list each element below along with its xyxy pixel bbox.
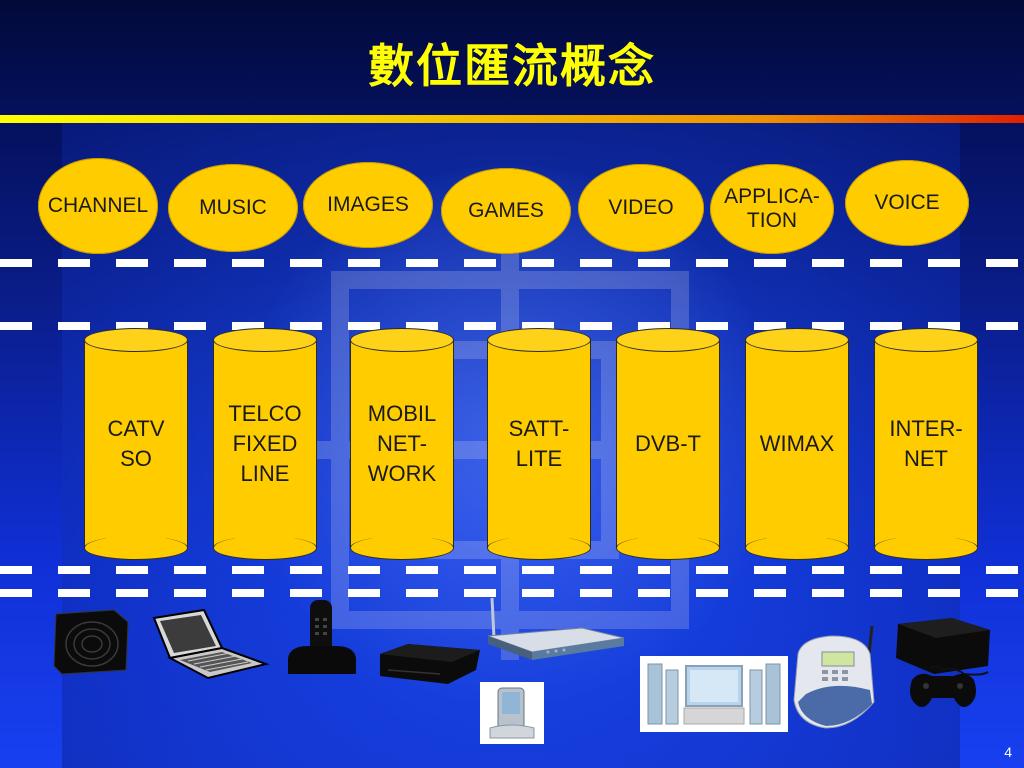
router-icon bbox=[487, 597, 625, 660]
title-underline bbox=[0, 115, 1024, 123]
network-dvbt: DVB-T bbox=[616, 328, 720, 560]
network-catv: CATV SO bbox=[84, 328, 188, 560]
network-telco: TELCO FIXED LINE bbox=[213, 328, 317, 560]
separator-line bbox=[0, 566, 1024, 574]
service-images: IMAGES bbox=[303, 162, 433, 248]
page-title: 數位匯流概念 bbox=[368, 39, 656, 93]
service-channel: CHANNEL bbox=[38, 158, 158, 254]
separator-line bbox=[0, 589, 1024, 597]
network-label: TELCO FIXED LINE bbox=[228, 401, 302, 486]
laptop-icon bbox=[152, 608, 270, 680]
network-mobile: MOBIL NET- WORK bbox=[350, 328, 454, 560]
service-video: VIDEO bbox=[578, 164, 704, 252]
pda-icon bbox=[480, 682, 544, 744]
service-application: APPLICA- TION bbox=[710, 164, 834, 254]
cordless-phone-icon bbox=[288, 600, 356, 674]
service-label: MUSIC bbox=[199, 195, 267, 219]
service-label: CHANNEL bbox=[47, 193, 149, 217]
page-number: 4 bbox=[1004, 744, 1012, 760]
network-label: CATV SO bbox=[107, 416, 165, 471]
game-console-icon bbox=[896, 618, 990, 707]
home-theater-icon bbox=[640, 656, 788, 732]
separator-line bbox=[0, 322, 1024, 330]
service-games: GAMES bbox=[441, 168, 571, 254]
network-wimax: WIMAX bbox=[745, 328, 849, 560]
network-label: SATT- LITE bbox=[508, 416, 570, 471]
service-label: VIDEO bbox=[608, 195, 674, 219]
network-label: INTER- NET bbox=[889, 416, 963, 471]
network-label: WIMAX bbox=[759, 431, 835, 457]
service-music: MUSIC bbox=[168, 164, 298, 252]
network-label: MOBIL NET- WORK bbox=[367, 401, 437, 486]
service-voice: VOICE bbox=[845, 160, 969, 246]
service-label: GAMES bbox=[468, 198, 544, 222]
set-top-box-icon bbox=[380, 644, 480, 684]
speaker-icon bbox=[53, 609, 129, 675]
separator-line bbox=[0, 259, 1024, 267]
network-satellite: SATT- LITE bbox=[487, 328, 591, 560]
home-hub-icon bbox=[793, 625, 875, 729]
network-label: DVB-T bbox=[635, 431, 701, 457]
service-label: APPLICA- TION bbox=[724, 184, 820, 232]
network-internet: INTER- NET bbox=[874, 328, 978, 560]
service-label: IMAGES bbox=[327, 192, 409, 216]
service-label: VOICE bbox=[874, 190, 940, 214]
